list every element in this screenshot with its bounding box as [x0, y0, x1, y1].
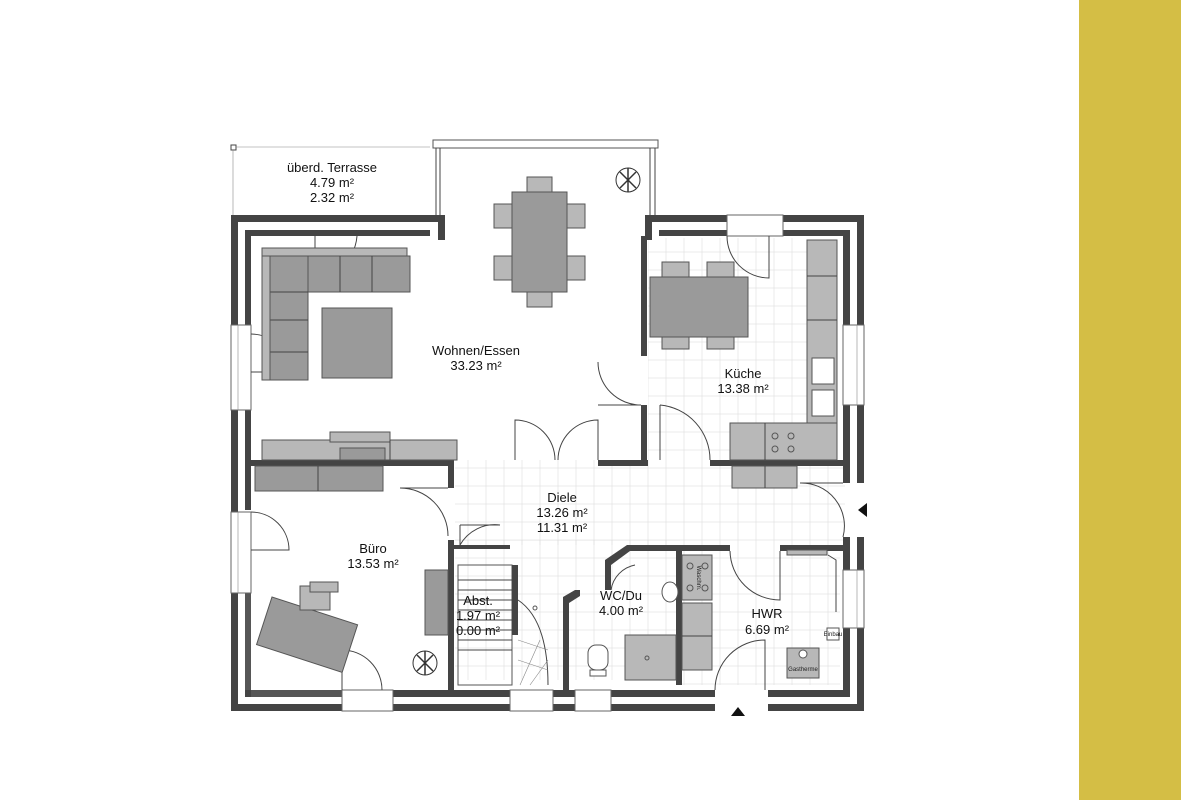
utility-fixtures: Gastherme Waschm. Einbau	[681, 549, 843, 679]
bathroom-fixtures	[587, 581, 679, 681]
room-area: 13.38 m²	[717, 381, 769, 396]
interior-walls	[251, 236, 845, 690]
room-label-wohnen: Wohnen/Essen 33.23 m²	[432, 343, 520, 373]
room-label-kueche: Küche 13.38 m²	[717, 366, 769, 396]
room-area-secondary: 0.00 m²	[456, 623, 501, 638]
room-name: Büro	[359, 541, 386, 556]
room-name: überd. Terrasse	[287, 160, 377, 175]
room-name: Küche	[725, 366, 762, 381]
room-name: WC/Du	[600, 588, 642, 603]
room-name: Diele	[547, 490, 577, 505]
room-area: 4.79 m²	[310, 175, 355, 190]
kitchen-dining	[649, 261, 749, 350]
office-shelf	[254, 465, 384, 492]
kitchen-counter	[729, 239, 838, 489]
room-area-secondary: 11.31 m²	[537, 520, 588, 535]
room-area-secondary: 2.32 m²	[310, 190, 355, 205]
waschmaschine-label: Waschm.	[695, 566, 701, 591]
room-area: 6.69 m²	[745, 622, 790, 637]
room-label-wcdu: WC/Du 4.00 m²	[599, 588, 644, 618]
outer-walls	[231, 215, 864, 711]
sofa-group	[261, 247, 411, 381]
dining-table-group	[493, 176, 586, 308]
room-name: Wohnen/Essen	[432, 343, 520, 358]
room-name: HWR	[751, 606, 782, 621]
room-label-buero: Büro 13.53 m²	[347, 541, 399, 571]
room-label-terrasse: überd. Terrasse 4.79 m² 2.32 m²	[287, 160, 377, 205]
desk-group	[255, 569, 449, 673]
plant-icon	[615, 167, 641, 193]
gastherme-label: Gastherme	[788, 667, 818, 673]
terrace-outline	[230, 139, 659, 215]
room-label-hwr: HWR 6.69 m²	[745, 606, 790, 637]
room-area: 33.23 m²	[450, 358, 502, 373]
windows	[230, 214, 865, 712]
room-label-diele: Diele 13.26 m² 11.31 m²	[536, 490, 588, 535]
sideboard	[261, 431, 458, 461]
room-area: 1.97 m²	[456, 608, 501, 623]
stairs	[457, 564, 549, 686]
plant-icon	[412, 650, 438, 676]
accent-color-bar	[1079, 0, 1181, 800]
room-area: 4.00 m²	[599, 603, 644, 618]
room-area: 13.26 m²	[536, 505, 588, 520]
room-name: Abst.	[463, 593, 493, 608]
entrance-arrow-south-icon	[731, 707, 745, 716]
floor-plan: Gastherme Waschm. Einbau überd. Terrasse…	[230, 139, 867, 716]
room-area: 13.53 m²	[347, 556, 399, 571]
room-label-abst: Abst. 1.97 m² 0.00 m²	[456, 593, 501, 638]
einbau-label: Einbau	[824, 632, 843, 638]
entrance-arrow-east-icon	[858, 503, 867, 517]
